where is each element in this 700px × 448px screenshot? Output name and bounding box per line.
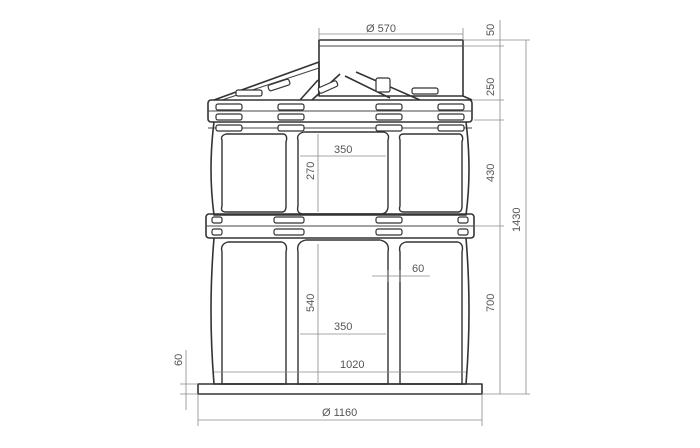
dim-base-height: 60 (173, 354, 185, 366)
middle-belt (205, 213, 475, 239)
dim-lower-window-height: 540 (305, 294, 317, 312)
roof-cone (213, 61, 473, 101)
dim-lower-window-width: 350 (334, 321, 352, 333)
dim-neck-diameter: Ø 570 (366, 23, 396, 35)
upper-ring (208, 121, 472, 216)
dim-inner-base-width: 1020 (340, 359, 364, 371)
dim-upper-window-height: 270 (305, 162, 317, 180)
top-belt (207, 99, 473, 123)
dim-upper-ring-height: 430 (485, 164, 497, 182)
dim-total-height: 1430 (511, 208, 523, 232)
base-plate (197, 383, 483, 395)
dim-base-diameter: Ø 1160 (322, 407, 357, 419)
dim-upper-window-width: 350 (334, 144, 352, 156)
dim-neck-height: 50 (485, 24, 497, 36)
dim-lower-ring-height: 700 (485, 294, 497, 312)
dim-rib-width: 60 (412, 263, 424, 275)
dim-cone-height: 250 (485, 78, 497, 96)
dimensions: Ø 570 50 250 430 700 1430 60 350 270 (173, 20, 530, 426)
